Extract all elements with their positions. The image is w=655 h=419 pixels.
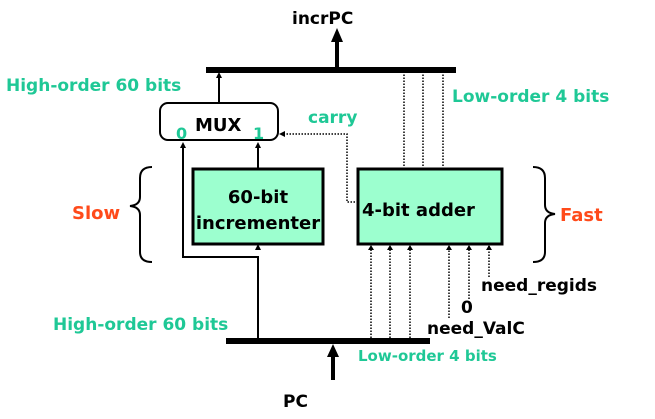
incrementer-label-line2: incrementer [196, 213, 320, 234]
fast-label: Fast [560, 205, 603, 226]
mux-input-0-label: 0 [176, 124, 187, 143]
adder-block: 4-bit adder [356, 167, 504, 246]
mux-label: MUX [195, 115, 242, 136]
adder-label: 4-bit adder [362, 200, 475, 221]
slow-brace [129, 166, 153, 263]
bypass-wire [182, 145, 259, 341]
mux-input-1-label: 1 [253, 124, 264, 143]
pc-label: PC [283, 392, 308, 412]
low-order-bottom-label: Low-order 4 bits [358, 347, 497, 365]
carry-arrowhead-icon [279, 131, 285, 137]
incrementer-block: 60-bit incrementer [191, 167, 325, 246]
mux-input-1-arrowhead-icon [255, 142, 261, 148]
fast-brace [532, 166, 556, 263]
high-order-bottom-label: High-order 60 bits [53, 315, 228, 335]
mux-input-0-arrowhead-icon [180, 142, 186, 148]
adder-input-wires [370, 246, 490, 338]
low-order-top-label: Low-order 4 bits [452, 87, 609, 107]
adder-input-arrowheads [368, 245, 492, 250]
zero-constant-label: 0 [461, 298, 473, 318]
pc-arrowhead-icon [327, 344, 339, 357]
high-order-top-label: High-order 60 bits [6, 76, 181, 96]
incrementer-label-line1: 60-bit [228, 187, 289, 208]
need-valc-label: need_ValC [427, 319, 525, 339]
adder-output-wires [403, 73, 444, 169]
carry-label: carry [308, 108, 357, 128]
carry-wire [283, 133, 358, 203]
incrpc-label: incrPC [292, 9, 353, 29]
need-regids-label: need_regids [481, 276, 597, 296]
slow-label: Slow [72, 203, 120, 224]
mux-output-arrowhead-icon [216, 72, 222, 78]
incrpc-arrowhead-icon [331, 28, 343, 42]
mux-block: MUX 0 1 [159, 102, 279, 143]
incrementer-input-arrowhead-icon [255, 244, 261, 250]
